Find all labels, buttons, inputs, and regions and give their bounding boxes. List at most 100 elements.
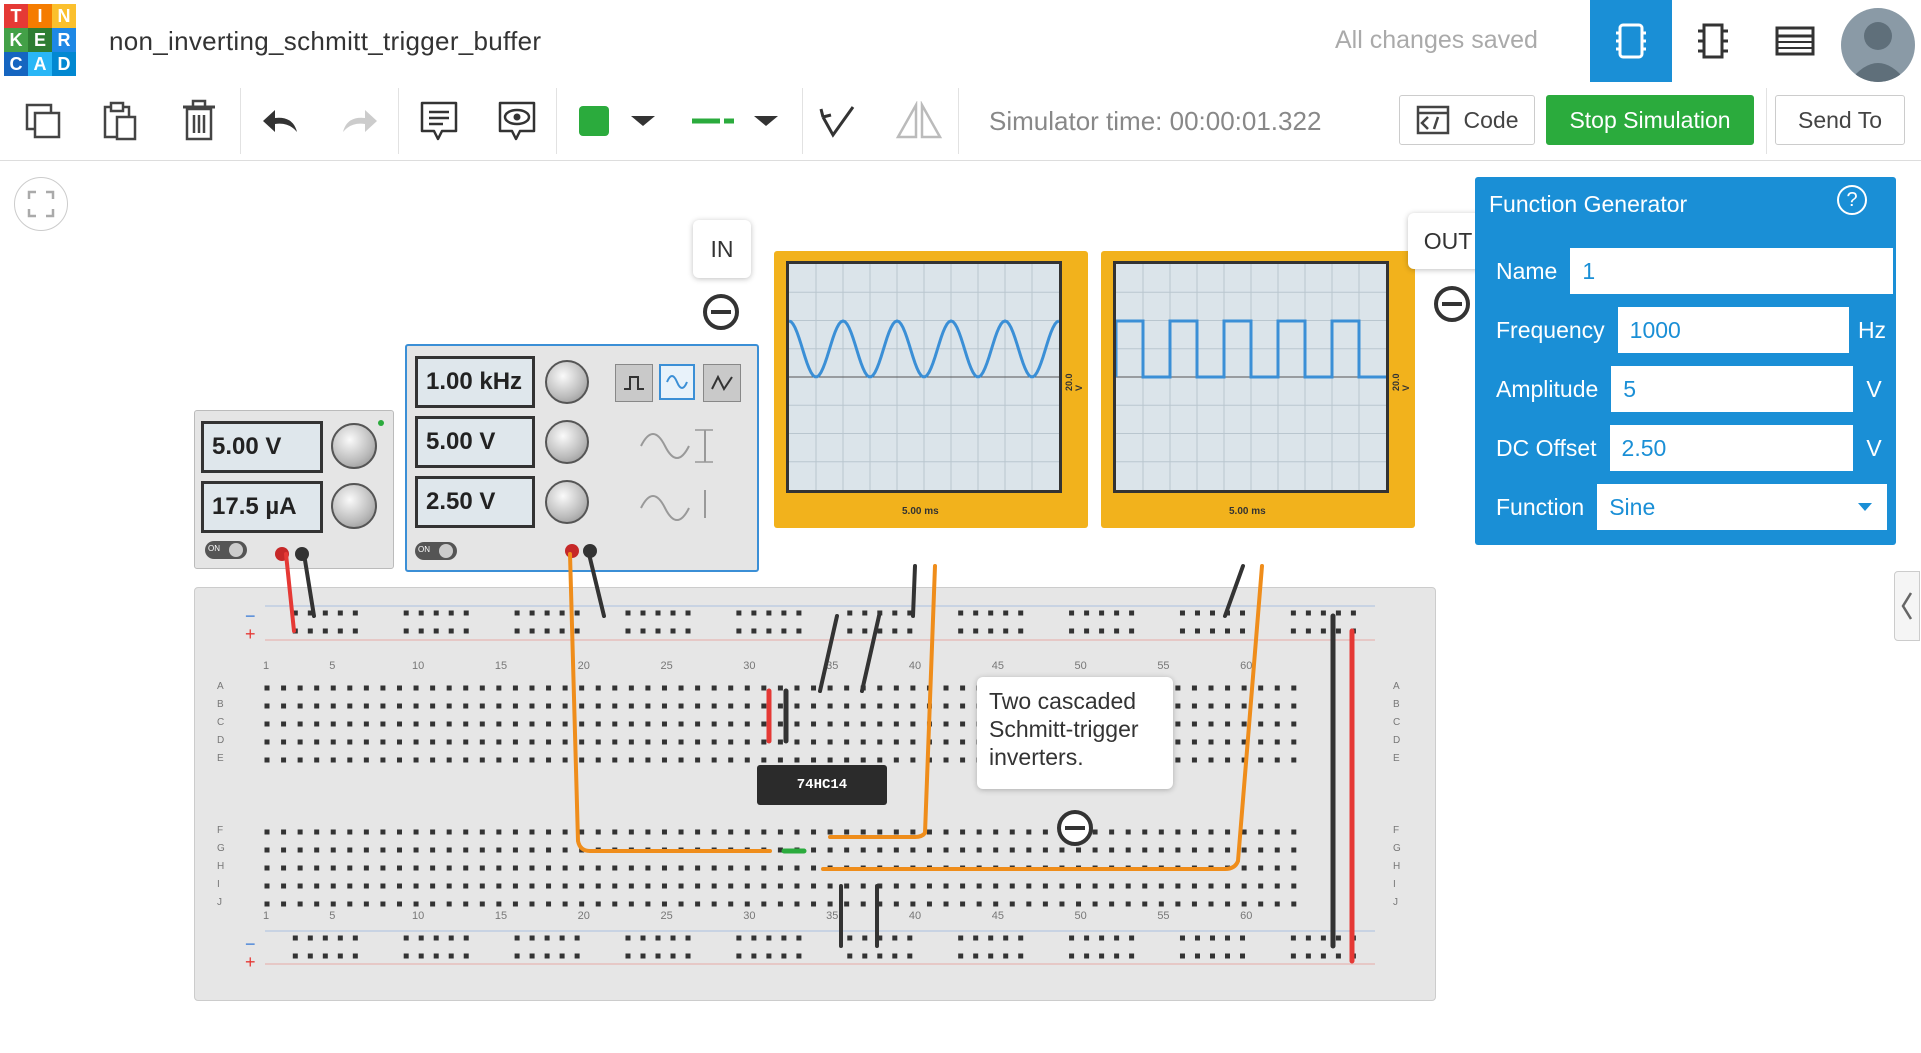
- frequency-display: 1.00 kHz: [415, 356, 535, 408]
- logo-letter: R: [52, 28, 76, 52]
- undo-icon: [263, 110, 297, 132]
- document-title[interactable]: non_inverting_schmitt_trigger_buffer: [109, 26, 542, 56]
- chevron-down-icon: [1858, 503, 1872, 511]
- generator-power-switch[interactable]: ON: [415, 542, 457, 560]
- sine-wave-button[interactable]: [659, 364, 695, 400]
- toolbar-divider: [556, 88, 557, 154]
- column-number: 20: [577, 660, 590, 672]
- note-probe[interactable]: [1057, 810, 1093, 846]
- function-label: Function: [1484, 483, 1597, 531]
- breadboard-icon: [1616, 23, 1646, 59]
- paste-button[interactable]: [94, 82, 144, 160]
- current-knob[interactable]: [331, 483, 377, 529]
- notes-button[interactable]: [414, 82, 464, 160]
- user-avatar[interactable]: [1841, 8, 1915, 82]
- out-probe[interactable]: [1434, 286, 1470, 322]
- undo-button[interactable]: [256, 82, 306, 160]
- square-wave-button[interactable]: [615, 364, 653, 402]
- voltage-display: 5.00 V: [201, 421, 323, 473]
- chip-74hc14[interactable]: 74HC14: [757, 765, 887, 805]
- rotate-button[interactable]: [812, 82, 862, 160]
- send-to-button[interactable]: Send To: [1775, 95, 1905, 145]
- row-letter: E: [217, 753, 224, 764]
- name-field[interactable]: 1: [1569, 247, 1894, 295]
- oscilloscope-in[interactable]: 20.0 V 5.00 ms: [774, 251, 1088, 528]
- wires: [284, 552, 1355, 964]
- flip-button[interactable]: [892, 82, 946, 160]
- circuit-view-button[interactable]: [1590, 0, 1672, 82]
- column-number: 35: [826, 660, 839, 672]
- row-letter: D: [1393, 735, 1401, 746]
- power-switch[interactable]: ON: [205, 541, 247, 559]
- triangle-wave-button[interactable]: [703, 364, 741, 402]
- logo-letter: E: [28, 28, 52, 52]
- power-supply[interactable]: 5.00 V 17.5 µA ON: [194, 410, 394, 569]
- toolbar-divider: [240, 88, 241, 154]
- delete-button[interactable]: [174, 82, 224, 160]
- frequency-knob[interactable]: [545, 360, 589, 404]
- flip-icon: [895, 101, 943, 139]
- save-status: All changes saved: [1335, 26, 1538, 54]
- annotation-note[interactable]: Two cascaded Schmitt-trigger inverters.: [977, 677, 1173, 789]
- voltage-knob[interactable]: [331, 423, 377, 469]
- dc-offset-field[interactable]: 2.50: [1608, 424, 1854, 472]
- row-letter: I: [217, 879, 220, 890]
- row-letter: A: [217, 681, 224, 692]
- fit-view-button[interactable]: [14, 177, 68, 231]
- row-letter: E: [1393, 753, 1400, 764]
- copy-icon: [25, 103, 61, 139]
- eye-icon: [498, 101, 536, 141]
- toggle-notes-visibility-button[interactable]: [492, 82, 542, 160]
- wire-type-dropdown[interactable]: [680, 82, 790, 160]
- offset-knob[interactable]: [545, 480, 589, 524]
- out-label-tag[interactable]: OUT: [1408, 213, 1488, 269]
- components-list-button[interactable]: [1754, 0, 1836, 82]
- rail-plus-label: +: [245, 952, 256, 972]
- wire-style-icon: [692, 118, 734, 124]
- square-wave-icon: [624, 376, 644, 390]
- switch-thumb: [439, 544, 453, 558]
- logo-letter: K: [4, 28, 28, 52]
- generator-negative-terminal[interactable]: [583, 544, 597, 558]
- simulator-time: Simulator time: 00:00:01.322: [989, 106, 1322, 136]
- amplitude-row: Amplitude 5 V: [1484, 365, 1894, 413]
- copy-button[interactable]: [18, 82, 68, 160]
- schematic-view-button[interactable]: [1672, 0, 1754, 82]
- function-generator-device[interactable]: 1.00 kHz 5.00 V 2.50 V ON: [405, 344, 759, 572]
- scope-screen: [786, 261, 1062, 493]
- cv-indicator: [378, 420, 384, 426]
- frequency-field[interactable]: 1000: [1616, 306, 1850, 354]
- logo-letter: I: [28, 4, 52, 28]
- redo-button[interactable]: [334, 82, 384, 160]
- amplitude-field[interactable]: 5: [1610, 365, 1854, 413]
- collapse-panel-button[interactable]: [1894, 571, 1920, 641]
- row-letter: G: [1393, 843, 1401, 854]
- column-number: 30: [743, 910, 756, 922]
- offset-display: 2.50 V: [415, 476, 535, 528]
- help-button[interactable]: ?: [1837, 185, 1867, 215]
- code-button[interactable]: Code: [1399, 95, 1535, 145]
- scope-waveform: [788, 264, 1060, 490]
- column-number: 1: [263, 660, 270, 672]
- row-letter: C: [1393, 717, 1401, 728]
- row-letter: F: [217, 825, 224, 836]
- stop-simulation-button[interactable]: Stop Simulation: [1546, 95, 1754, 145]
- row-letter: D: [217, 735, 225, 746]
- note-icon: [420, 101, 458, 141]
- chevron-down-icon: [631, 116, 655, 126]
- wire-color-dropdown[interactable]: [568, 82, 668, 160]
- function-select[interactable]: Sine: [1596, 483, 1888, 531]
- tinkercad-logo[interactable]: T I N K E R C A D: [4, 4, 76, 76]
- row-letter: A: [1393, 681, 1400, 692]
- amplitude-knob[interactable]: [545, 420, 589, 464]
- row-letter: B: [217, 699, 224, 710]
- row-letter: H: [217, 861, 225, 872]
- in-probe[interactable]: [703, 294, 739, 330]
- frequency-label: Frequency: [1484, 306, 1617, 354]
- fullscreen-icon: [27, 190, 55, 218]
- dc-offset-unit: V: [1854, 424, 1894, 472]
- oscilloscope-out[interactable]: 20.0 V 5.00 ms: [1101, 251, 1415, 528]
- in-label-tag[interactable]: IN: [693, 220, 751, 278]
- chevron-down-icon: [754, 116, 778, 126]
